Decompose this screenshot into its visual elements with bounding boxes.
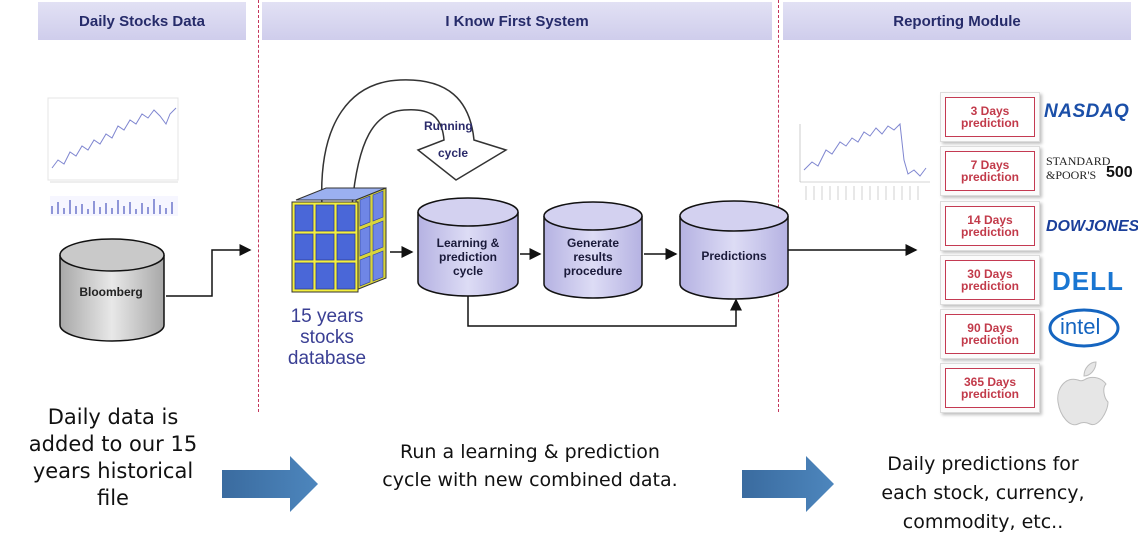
learning-cylinder bbox=[417, 197, 519, 297]
intel-logo: intel bbox=[1060, 314, 1101, 339]
bottom-middle-line-2: cycle with new combined data. bbox=[382, 469, 678, 491]
bottom-text-middle: Run a learning & prediction cycle with n… bbox=[322, 438, 738, 494]
sp500-number: 500 bbox=[1106, 164, 1133, 181]
database-label-line-3: database bbox=[287, 348, 367, 369]
prediction-card-line-1: 7 Days bbox=[970, 158, 1010, 172]
running-cycle-arrow bbox=[320, 79, 508, 207]
database-label-line-2: stocks bbox=[300, 327, 354, 348]
bottom-left-line-2: added to our 15 bbox=[28, 432, 198, 456]
bottom-text-right: Daily predictions for each stock, curren… bbox=[838, 450, 1128, 537]
reporting-chart-thumbnail bbox=[790, 112, 930, 220]
bloomberg-cylinder bbox=[59, 238, 165, 342]
generate-line-3: procedure bbox=[563, 264, 623, 278]
header-middle-label: I Know First System bbox=[445, 12, 589, 30]
sp500-line-1: STANDARD bbox=[1046, 154, 1111, 168]
running-label: Running bbox=[424, 119, 473, 133]
learning-line-2: prediction bbox=[438, 250, 497, 264]
bottom-left-line-4: file bbox=[97, 486, 129, 510]
bottom-arrow-right bbox=[742, 456, 834, 512]
intel-logo-ring bbox=[1048, 308, 1120, 348]
bottom-arrow-left bbox=[222, 456, 318, 512]
sp500-line-2: &POOR'S bbox=[1046, 168, 1097, 182]
divider-right bbox=[778, 0, 779, 412]
learning-line-1: Learning & bbox=[436, 236, 500, 250]
bottom-right-line-2: each stock, currency, bbox=[881, 482, 1085, 504]
generate-line-1: Generate bbox=[566, 236, 620, 250]
cycle-label: cycle bbox=[438, 146, 469, 160]
database-cube bbox=[291, 187, 387, 293]
bottom-middle-line-1: Run a learning & prediction bbox=[400, 441, 660, 463]
prediction-card-line-2: prediction bbox=[960, 170, 1019, 184]
prediction-card-line-2: prediction bbox=[960, 116, 1019, 130]
apple-logo bbox=[1057, 361, 1109, 426]
bottom-text-left: Daily data is added to our 15 years hist… bbox=[6, 404, 220, 512]
bloomberg-to-database-arrow bbox=[166, 244, 252, 297]
prediction-card-line-1: 90 Days bbox=[967, 321, 1013, 335]
database-label: 15 years stocks database bbox=[272, 306, 382, 369]
bottom-right-line-3: commodity, etc.. bbox=[902, 511, 1064, 533]
learning-cylinder-label: Learning & prediction cycle bbox=[418, 236, 518, 278]
header-daily-stocks-data: Daily Stocks Data bbox=[38, 2, 246, 40]
prediction-card-line-1: 3 Days bbox=[970, 104, 1010, 118]
nasdaq-logo: NASDAQ bbox=[1044, 101, 1130, 122]
bottom-left-line-1: Daily data is bbox=[47, 405, 179, 429]
predictions-cylinder bbox=[679, 200, 789, 300]
prediction-card-line-1: 30 Days bbox=[967, 267, 1013, 281]
prediction-card-line-2: prediction bbox=[960, 279, 1019, 293]
generate-cylinder bbox=[543, 201, 643, 299]
bottom-left-line-3: years historical bbox=[32, 459, 194, 483]
header-i-know-first-system: I Know First System bbox=[262, 2, 772, 40]
bottom-right-line-1: Daily predictions for bbox=[887, 453, 1079, 475]
prediction-card-line-2: prediction bbox=[960, 387, 1019, 401]
prediction-card-line-2: prediction bbox=[960, 333, 1019, 347]
learning-line-3: cycle bbox=[452, 264, 484, 278]
dell-logo: DELL bbox=[1052, 266, 1124, 296]
prediction-card-line-2: prediction bbox=[960, 225, 1019, 239]
database-label-line-1: 15 years bbox=[290, 306, 364, 327]
bloomberg-label: Bloomberg bbox=[79, 285, 143, 299]
generate-line-2: results bbox=[573, 250, 613, 264]
generate-cylinder-label: Generate results procedure bbox=[544, 236, 642, 278]
header-reporting-module: Reporting Module bbox=[783, 2, 1131, 40]
dowjones-logo: DOWJONES bbox=[1046, 218, 1138, 235]
prediction-card-line-1: 14 Days bbox=[967, 213, 1013, 227]
header-left-label: Daily Stocks Data bbox=[79, 12, 205, 30]
header-right-label: Reporting Module bbox=[893, 12, 1021, 30]
sp500-logo: STANDARD &POOR'S bbox=[1046, 154, 1110, 182]
predictions-cylinder-label: Predictions bbox=[701, 249, 767, 263]
stock-chart-thumbnail bbox=[47, 97, 179, 216]
divider-left bbox=[258, 0, 259, 412]
learning-to-predictions-loop-arrow bbox=[467, 294, 742, 327]
prediction-card-line-1: 365 Days bbox=[963, 375, 1017, 389]
